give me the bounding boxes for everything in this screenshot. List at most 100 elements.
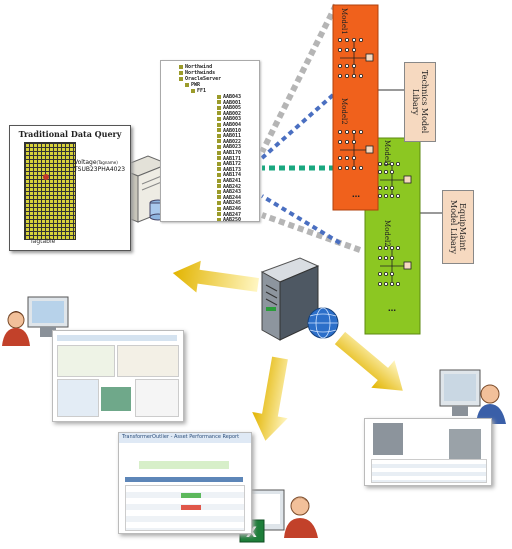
tree-tag-label: AAB173 xyxy=(223,166,242,173)
tree-tag-row[interactable]: AAB247 xyxy=(217,212,241,218)
tag-icon xyxy=(217,195,221,200)
tree-header-row[interactable]: FF1 xyxy=(191,88,206,94)
arrow-to-left-user xyxy=(172,260,259,293)
tag-icon xyxy=(217,94,221,99)
tree-tag-row[interactable]: AAB242 xyxy=(217,184,241,190)
tag-icon xyxy=(217,156,221,161)
tree-tag-row[interactable]: AAB243 xyxy=(217,189,241,195)
orange-tree-2 xyxy=(337,129,374,170)
dashboard-screenshot-left xyxy=(52,330,184,422)
voltage-label: Voltage xyxy=(74,159,97,166)
voltage-tag-label: Voltage(Tagname) TSUB23PHA4023 xyxy=(74,159,125,173)
tree-tag-label: AAB241 xyxy=(223,178,242,184)
tree-tag-row[interactable]: AAB246 xyxy=(217,206,241,212)
technics-model-library: Technics Model Libary xyxy=(404,62,436,142)
tree-tag-label: AAB043 xyxy=(223,94,242,100)
left-user-icon xyxy=(2,296,69,346)
tag-icon xyxy=(217,212,221,217)
grey-dash-lines xyxy=(259,3,362,253)
tree-tag-row[interactable]: AAB023 xyxy=(217,144,241,150)
tag-icon xyxy=(217,100,221,105)
green-model2-label: Model2 xyxy=(383,220,391,247)
tag-table-grid xyxy=(24,142,76,240)
tree-tag-label: AAB010 xyxy=(223,127,242,134)
equipment-photo-report xyxy=(364,418,492,486)
orange-model1-label: Model1 xyxy=(340,8,348,35)
tag-id: TSUB23PHA4023 xyxy=(74,166,126,173)
query-panel-title: Traditional Data Query xyxy=(18,129,122,139)
tree-tag-label: AAB002 xyxy=(223,110,242,117)
tree-header-label: Northwinds xyxy=(185,70,216,76)
green-ellipsis: … xyxy=(388,304,396,313)
tag-icon xyxy=(217,184,221,189)
tag-icon xyxy=(217,172,221,177)
tree-tag-row[interactable]: AAB241 xyxy=(217,178,241,184)
orange-model2-label: Model2 xyxy=(340,98,348,125)
green-tree-1 xyxy=(377,161,412,198)
tree-tag-row[interactable]: AAB005 xyxy=(217,105,241,111)
report-title: TransformerOutlier - Asset Performance R… xyxy=(122,434,240,440)
tree-header-label: OracleServer xyxy=(185,76,222,82)
tag-icon xyxy=(217,189,221,194)
tree-tag-row[interactable]: AAB170 xyxy=(217,150,241,156)
asset-performance-report: TransformerOutlier - Asset Performance R… xyxy=(118,432,252,534)
tag-icon xyxy=(217,178,221,183)
tree-header-label: FF1 xyxy=(197,88,207,94)
tree-tag-label: AAB242 xyxy=(223,183,242,190)
tree-tag-label: AAB011 xyxy=(223,133,242,140)
tree-tag-row[interactable]: AAB250 xyxy=(217,217,241,221)
tree-tag-row[interactable]: AAB022 xyxy=(217,139,241,145)
tree-tag-row[interactable]: AAB043 xyxy=(217,94,241,100)
tag-icon xyxy=(217,111,221,116)
tree-tag-label: AAB022 xyxy=(223,138,242,145)
database-icon xyxy=(191,88,195,93)
tree-tag-row[interactable]: AAB002 xyxy=(217,111,241,117)
tree-tag-label: AAB174 xyxy=(223,172,242,179)
tree-tag-label: AAB247 xyxy=(223,211,242,218)
blue-dash-lines xyxy=(260,93,342,245)
tree-header-row[interactable]: OracleServer xyxy=(179,76,221,82)
tree-tag-label: AAB003 xyxy=(223,116,242,123)
voltage-sub: (Tagname) xyxy=(96,160,118,165)
tag-icon xyxy=(217,167,221,172)
tree-tag-row[interactable]: AAB245 xyxy=(217,200,241,206)
tree-tag-label: AAB244 xyxy=(223,194,242,201)
tree-tag-label: AAB172 xyxy=(223,161,242,168)
tag-icon xyxy=(217,139,221,144)
arrow-to-right-user xyxy=(334,331,403,391)
tag-icon xyxy=(217,217,221,221)
tag-icon xyxy=(217,128,221,133)
tag-icon xyxy=(217,200,221,205)
tree-header-row[interactable]: PWR xyxy=(185,82,200,88)
tag-icon xyxy=(217,150,221,155)
tree-tag-row[interactable]: AAB004 xyxy=(217,122,241,128)
tree-tag-row[interactable]: AAB003 xyxy=(217,116,241,122)
green-tree-2 xyxy=(377,245,412,286)
database-icon xyxy=(179,76,183,81)
tree-tag-label: AAB243 xyxy=(223,189,242,196)
tag-icon xyxy=(217,133,221,138)
tree-tag-row[interactable]: AAB244 xyxy=(217,195,241,201)
tree-tag-label: AAB023 xyxy=(223,144,242,151)
tree-tag-label: AAB005 xyxy=(223,105,242,112)
tree-tag-row[interactable]: AAB010 xyxy=(217,128,241,134)
tag-icon xyxy=(217,122,221,127)
tree-tag-row[interactable]: AAB172 xyxy=(217,161,241,167)
traditional-data-query-panel: Traditional Data Query Voltage(Tagname) … xyxy=(9,125,131,251)
tree-header-row[interactable]: Northwinds xyxy=(179,70,215,76)
tree-tag-label: AAB171 xyxy=(223,155,242,162)
tree-header-row[interactable]: Northwind xyxy=(179,64,212,70)
equipment-model-library: EquipMaint Model Libary xyxy=(442,190,474,264)
tag-icon xyxy=(217,116,221,121)
tree-tag-row[interactable]: AAB173 xyxy=(217,167,241,173)
tree-header-label: Northwind xyxy=(185,64,213,70)
tree-tag-row[interactable]: AAB001 xyxy=(217,100,241,106)
tree-tag-row[interactable]: AAB174 xyxy=(217,172,241,178)
tree-tag-row[interactable]: AAB171 xyxy=(217,156,241,162)
orange-ellipsis: … xyxy=(352,190,360,199)
selected-cell-marker xyxy=(43,174,49,180)
tree-header-label: PWR xyxy=(191,82,201,88)
tree-tag-label: AAB170 xyxy=(223,150,242,156)
tree-tag-row[interactable]: AAB011 xyxy=(217,133,241,139)
